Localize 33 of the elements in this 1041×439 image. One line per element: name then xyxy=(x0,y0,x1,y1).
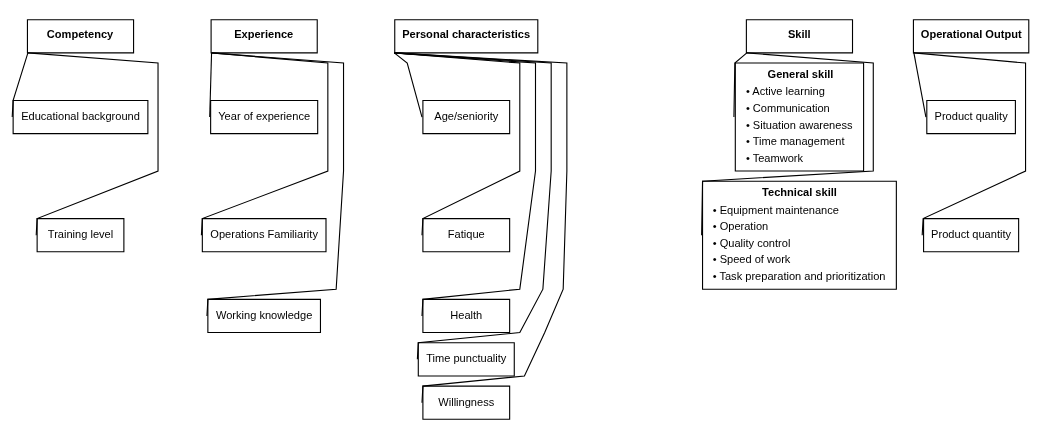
connector xyxy=(913,52,927,118)
node-box: Health xyxy=(422,298,511,334)
node-box: General skill • Active learning • Communication • Situation awareness • Time management • Teamwork xyxy=(734,62,865,172)
node-box: Personal characteristics xyxy=(394,19,539,54)
connector xyxy=(200,52,329,236)
connector xyxy=(393,52,521,236)
connector xyxy=(209,52,213,118)
node-box: Product quantity xyxy=(923,218,1020,253)
node-box: Year of experience xyxy=(210,99,319,135)
connector xyxy=(733,52,748,118)
node-box: Fatique xyxy=(422,218,511,253)
node-box: Training level xyxy=(36,218,125,253)
connector xyxy=(393,52,568,404)
node-box: Competency xyxy=(26,19,135,54)
node-box: Willingness xyxy=(422,385,511,420)
node-box: Technical skill • Equipment maintenance • Operation • Quality control • Speed of work • Task preparation and prioritization xyxy=(702,180,897,290)
node-box: Educational background xyxy=(12,99,149,135)
node-box: Experience xyxy=(210,19,318,54)
node-box: Operations Familiarity xyxy=(201,218,327,253)
connector xyxy=(393,52,537,317)
node-box: Skill xyxy=(745,19,854,54)
connector xyxy=(393,52,423,118)
connector xyxy=(393,52,552,360)
node-box: Age/seniority xyxy=(422,99,511,135)
connector xyxy=(11,52,29,118)
connector xyxy=(27,52,159,236)
connector xyxy=(206,52,345,317)
node-box: Time punctuality xyxy=(417,342,515,377)
node-box: Working knowledge xyxy=(207,298,321,334)
node-box: Product quality xyxy=(926,99,1016,135)
connector xyxy=(701,52,874,236)
node-box: Operational Output xyxy=(912,19,1030,54)
connector xyxy=(913,52,1027,236)
